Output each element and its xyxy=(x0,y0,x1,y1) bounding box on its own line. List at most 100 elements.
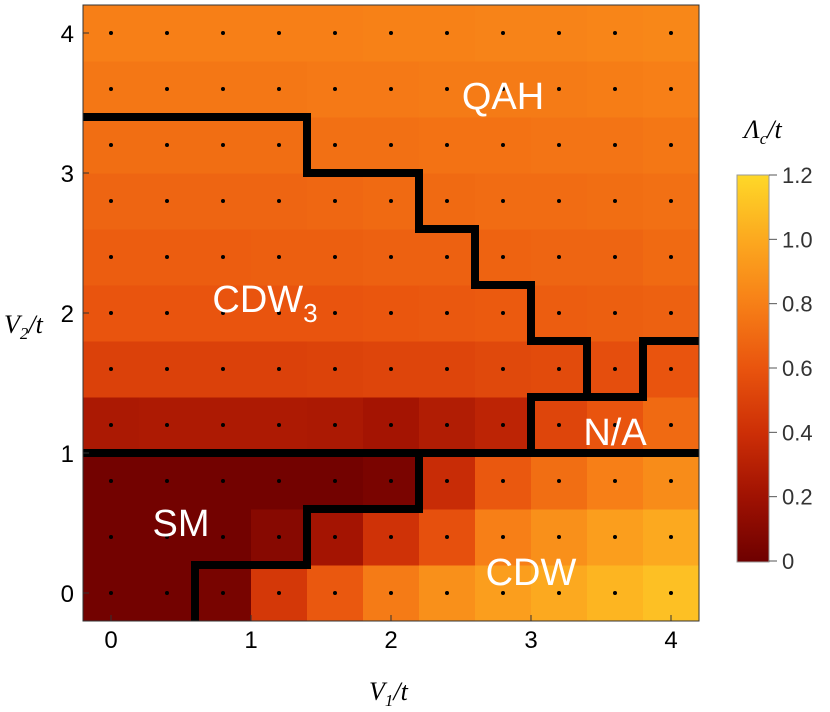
sample-point xyxy=(109,591,113,595)
x-tick-label: 0 xyxy=(104,627,117,654)
sample-point xyxy=(221,199,225,203)
sample-point xyxy=(165,367,169,371)
region-label: N/A xyxy=(583,412,647,454)
sample-point xyxy=(501,423,505,427)
y-tick-label: 1 xyxy=(61,441,74,468)
sample-point xyxy=(109,311,113,315)
sample-point xyxy=(445,87,449,91)
sample-point xyxy=(277,87,281,91)
region-label: SM xyxy=(153,503,210,545)
sample-point xyxy=(109,423,113,427)
sample-point xyxy=(389,87,393,91)
sample-point xyxy=(333,255,337,259)
sample-point xyxy=(389,199,393,203)
colorbar-tick-label: 0.2 xyxy=(782,485,813,510)
sample-point xyxy=(389,535,393,539)
sample-point xyxy=(669,199,673,203)
colorbar-tick-label: 0.8 xyxy=(782,292,813,317)
sample-point xyxy=(557,87,561,91)
sample-point xyxy=(669,479,673,483)
sample-point xyxy=(501,311,505,315)
sample-point xyxy=(109,143,113,147)
sample-point xyxy=(389,367,393,371)
sample-point xyxy=(445,199,449,203)
sample-point xyxy=(109,479,113,483)
sample-point xyxy=(333,423,337,427)
x-tick-label: 4 xyxy=(664,627,677,654)
sample-point xyxy=(501,479,505,483)
sample-point xyxy=(277,479,281,483)
sample-point xyxy=(165,479,169,483)
sample-point xyxy=(333,31,337,35)
sample-point xyxy=(557,31,561,35)
sample-point xyxy=(333,143,337,147)
sample-point xyxy=(613,535,617,539)
sample-point xyxy=(389,591,393,595)
y-tick-label: 2 xyxy=(61,301,74,328)
sample-points xyxy=(109,31,673,595)
x-tick-label: 2 xyxy=(384,627,397,654)
sample-point xyxy=(557,311,561,315)
sample-point xyxy=(613,143,617,147)
sample-point xyxy=(557,591,561,595)
sample-point xyxy=(613,255,617,259)
x-tick-label: 1 xyxy=(244,627,257,654)
sample-point xyxy=(501,199,505,203)
sample-point xyxy=(109,87,113,91)
colorbar-ticks: 00.20.40.60.81.01.2 xyxy=(769,163,813,574)
sample-point xyxy=(613,423,617,427)
sample-point xyxy=(221,479,225,483)
sample-point xyxy=(501,143,505,147)
sample-point xyxy=(501,87,505,91)
sample-point xyxy=(613,87,617,91)
sample-point xyxy=(389,31,393,35)
sample-point xyxy=(445,143,449,147)
sample-point xyxy=(109,255,113,259)
sample-point xyxy=(389,423,393,427)
sample-point xyxy=(557,535,561,539)
sample-point xyxy=(277,367,281,371)
sample-point xyxy=(669,87,673,91)
sample-point xyxy=(333,535,337,539)
sample-point xyxy=(669,311,673,315)
sample-point xyxy=(165,31,169,35)
sample-point xyxy=(165,143,169,147)
sample-point xyxy=(221,423,225,427)
sample-point xyxy=(109,31,113,35)
colorbar-tick-label: 0.4 xyxy=(782,420,813,445)
sample-point xyxy=(165,199,169,203)
region-label: CDW xyxy=(486,552,577,594)
sample-point xyxy=(165,535,169,539)
colorbar-tick-label: 1.2 xyxy=(782,163,813,188)
sample-point xyxy=(445,535,449,539)
sample-point xyxy=(221,87,225,91)
sample-point xyxy=(109,535,113,539)
sample-point xyxy=(221,535,225,539)
colorbar-tick-label: 0.6 xyxy=(782,356,813,381)
sample-point xyxy=(109,199,113,203)
x-tick-label: 3 xyxy=(524,627,537,654)
y-axis-label: V2/t xyxy=(4,310,44,343)
sample-point xyxy=(333,591,337,595)
sample-point xyxy=(333,199,337,203)
sample-point xyxy=(613,311,617,315)
phase-boundaries xyxy=(83,113,699,621)
sample-point xyxy=(389,479,393,483)
sample-point xyxy=(669,367,673,371)
colorbar-tick-label: 1.0 xyxy=(782,227,813,252)
sample-point xyxy=(445,367,449,371)
sample-point xyxy=(669,535,673,539)
region-label: QAH xyxy=(462,76,544,118)
sample-point xyxy=(445,311,449,315)
sample-point xyxy=(165,591,169,595)
sample-point xyxy=(389,143,393,147)
sample-point xyxy=(501,31,505,35)
sample-point xyxy=(445,31,449,35)
sample-point xyxy=(165,311,169,315)
sample-point xyxy=(445,479,449,483)
sample-point xyxy=(221,255,225,259)
sample-point xyxy=(221,31,225,35)
region-label: CDW3 xyxy=(212,279,317,328)
sample-point xyxy=(445,255,449,259)
